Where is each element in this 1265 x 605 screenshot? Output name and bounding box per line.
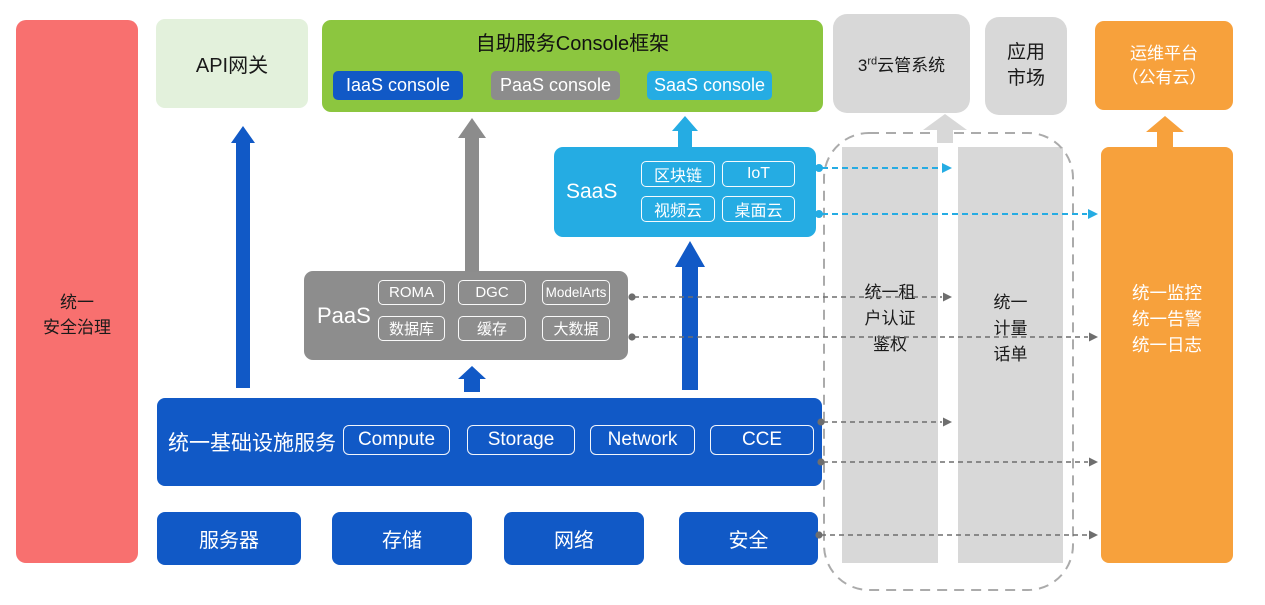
saas-box: SaaS 区块链 IoT 视频云 桌面云	[554, 147, 816, 237]
api-gateway-label: API网关	[195, 55, 269, 77]
paas-console-chip: PaaS console	[491, 71, 620, 100]
paas-item-cache: 缓存	[458, 316, 526, 341]
security-governance-line1: 统一	[60, 293, 94, 312]
auth-bar: 统一租 户认证 鉴权	[842, 147, 938, 563]
infra-item-compute: Compute	[343, 425, 450, 455]
foundation-box-storage: 存储	[332, 512, 472, 565]
monitor-bar: 统一监控 统一告警 统一日志	[1101, 147, 1233, 563]
paas-item-modelarts: ModelArts	[542, 280, 610, 305]
console-frame-box: 自助服务Console框架 IaaS console PaaS console …	[322, 20, 823, 112]
security-governance-bar: 统一 安全治理	[16, 20, 138, 563]
foundation-box-network: 网络	[504, 512, 644, 565]
arrow-group-to-third-party	[923, 114, 967, 143]
infra-services-label: 统一基础设施服务	[168, 432, 336, 455]
foundation-box-security: 安全	[679, 512, 818, 565]
arrow-infra-to-paas	[458, 366, 486, 392]
api-gateway-box: API网关	[156, 19, 308, 108]
infra-item-storage: Storage	[467, 425, 575, 455]
paas-label: PaaS	[317, 302, 371, 328]
app-market-box: 应用 市场	[985, 17, 1067, 115]
saas-item-iot: IoT	[722, 161, 795, 187]
third-party-cloud-label: 3rd云管系统	[857, 55, 946, 75]
arrow-infra-to-saas	[675, 241, 705, 390]
saas-label: SaaS	[566, 180, 618, 203]
ops-platform-box: 运维平台 （公有云）	[1095, 21, 1233, 110]
arrow-saas-to-console	[672, 116, 698, 147]
arrow-infra-to-api-gateway	[231, 126, 255, 388]
security-governance-line2: 安全治理	[43, 318, 111, 337]
saas-item-video-cloud: 视频云	[641, 196, 715, 222]
arrow-paas-to-console	[458, 118, 486, 272]
iaas-console-chip: IaaS console	[333, 71, 463, 100]
paas-box: PaaS ROMA DGC ModelArts 数据库 缓存 大数据	[304, 271, 628, 360]
console-frame-title: 自助服务Console框架	[475, 33, 670, 55]
saas-item-desktop-cloud: 桌面云	[722, 196, 795, 222]
arrow-monitor-to-ops	[1146, 116, 1184, 147]
infra-services-box: 统一基础设施服务 Compute Storage Network CCE	[157, 398, 822, 486]
saas-item-blockchain: 区块链	[641, 161, 715, 187]
third-party-cloud-box: 3rd云管系统	[833, 14, 970, 113]
paas-item-bigdata: 大数据	[542, 316, 610, 341]
infra-item-network: Network	[590, 425, 695, 455]
paas-item-roma: ROMA	[378, 280, 445, 305]
foundation-box-server: 服务器	[157, 512, 301, 565]
paas-item-dgc: DGC	[458, 280, 526, 305]
infra-item-cce: CCE	[710, 425, 814, 455]
billing-bar: 统一 计量 话单	[958, 147, 1063, 563]
saas-console-chip: SaaS console	[647, 71, 772, 100]
paas-item-database: 数据库	[378, 316, 445, 341]
